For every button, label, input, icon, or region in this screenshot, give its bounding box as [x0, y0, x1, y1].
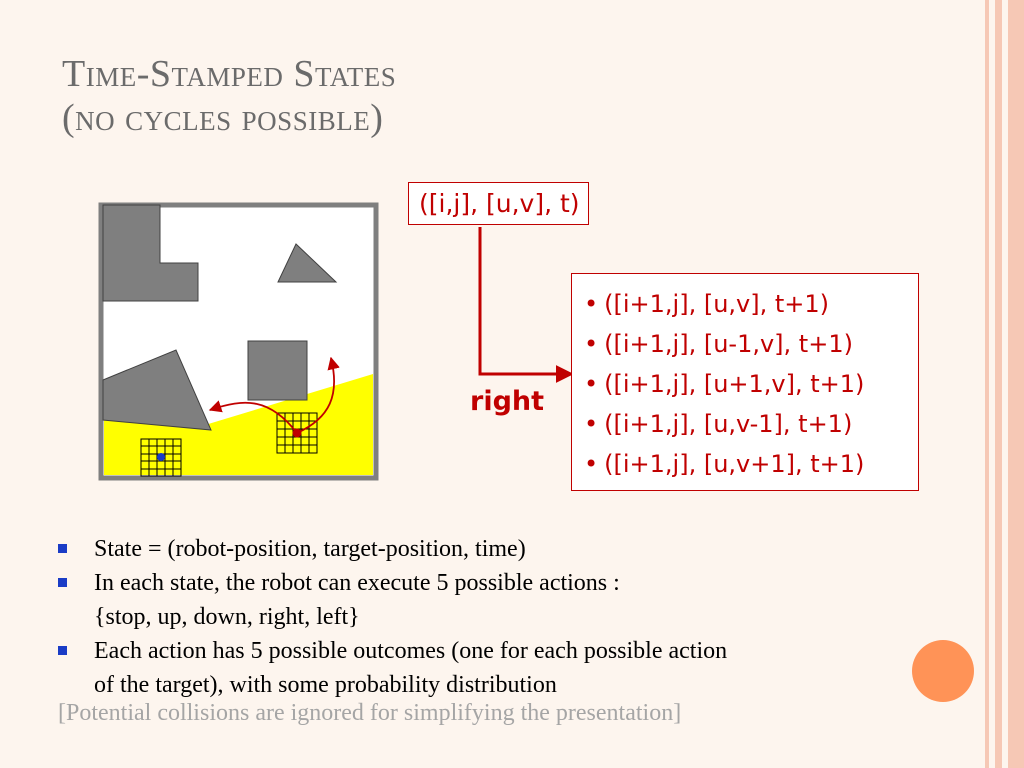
- bullet-square-icon: [58, 544, 67, 553]
- decor-circle: [912, 640, 974, 702]
- bullet-text: State = (robot-position, target-position…: [94, 536, 526, 562]
- bullet-text-continuation: of the target), with some probability di…: [94, 672, 557, 698]
- decor-stripe: [995, 0, 1002, 768]
- slide-title: Time-Stamped States (no cycles possible): [62, 52, 662, 140]
- decor-stripe: [985, 0, 989, 768]
- target-position-dot: [292, 428, 302, 438]
- outcome-item: ([i+1,j], [u,v], t+1): [572, 284, 918, 324]
- action-label: right: [470, 386, 545, 417]
- bullet-item: In each state, the robot can execute 5 p…: [58, 566, 958, 634]
- l-shaped-obstacle: [102, 204, 199, 302]
- transition-arrow: [478, 227, 574, 383]
- target-path-arrow-up: [296, 356, 340, 434]
- bullet-square-icon: [58, 578, 67, 587]
- state-box: ([i,j], [u,v], t): [408, 182, 589, 225]
- decor-stripe: [1008, 0, 1024, 768]
- outcome-item: ([i+1,j], [u-1,v], t+1): [572, 324, 918, 364]
- bullet-item: Each action has 5 possible outcomes (one…: [58, 634, 958, 702]
- bullet-list: State = (robot-position, target-position…: [58, 532, 958, 702]
- outcomes-list: ([i+1,j], [u,v], t+1) ([i+1,j], [u-1,v],…: [572, 284, 918, 484]
- title-line-2: (no cycles possible): [62, 97, 384, 139]
- triangle-obstacle: [277, 243, 338, 283]
- bullet-text-continuation: {stop, up, down, right, left}: [94, 604, 360, 630]
- outcome-item: ([i+1,j], [u+1,v], t+1): [572, 364, 918, 404]
- bullet-text: In each state, the robot can execute 5 p…: [94, 570, 620, 596]
- title-line-1: Time-Stamped States: [62, 53, 397, 95]
- outcomes-box: ([i+1,j], [u,v], t+1) ([i+1,j], [u-1,v],…: [571, 273, 919, 491]
- bullet-item: State = (robot-position, target-position…: [58, 532, 958, 566]
- square-obstacle: [247, 340, 308, 401]
- target-path-arrow-left: [208, 400, 298, 434]
- outcome-item: ([i+1,j], [u,v+1], t+1): [572, 444, 918, 484]
- quad-obstacle: [102, 349, 212, 431]
- footnote: [Potential collisions are ignored for si…: [58, 700, 682, 726]
- environment-diagram: [98, 202, 379, 481]
- robot-grid: [140, 438, 182, 477]
- robot-position-dot: [157, 453, 165, 461]
- outcome-item: ([i+1,j], [u,v-1], t+1): [572, 404, 918, 444]
- bullet-square-icon: [58, 646, 67, 655]
- bullet-text: Each action has 5 possible outcomes (one…: [94, 638, 728, 664]
